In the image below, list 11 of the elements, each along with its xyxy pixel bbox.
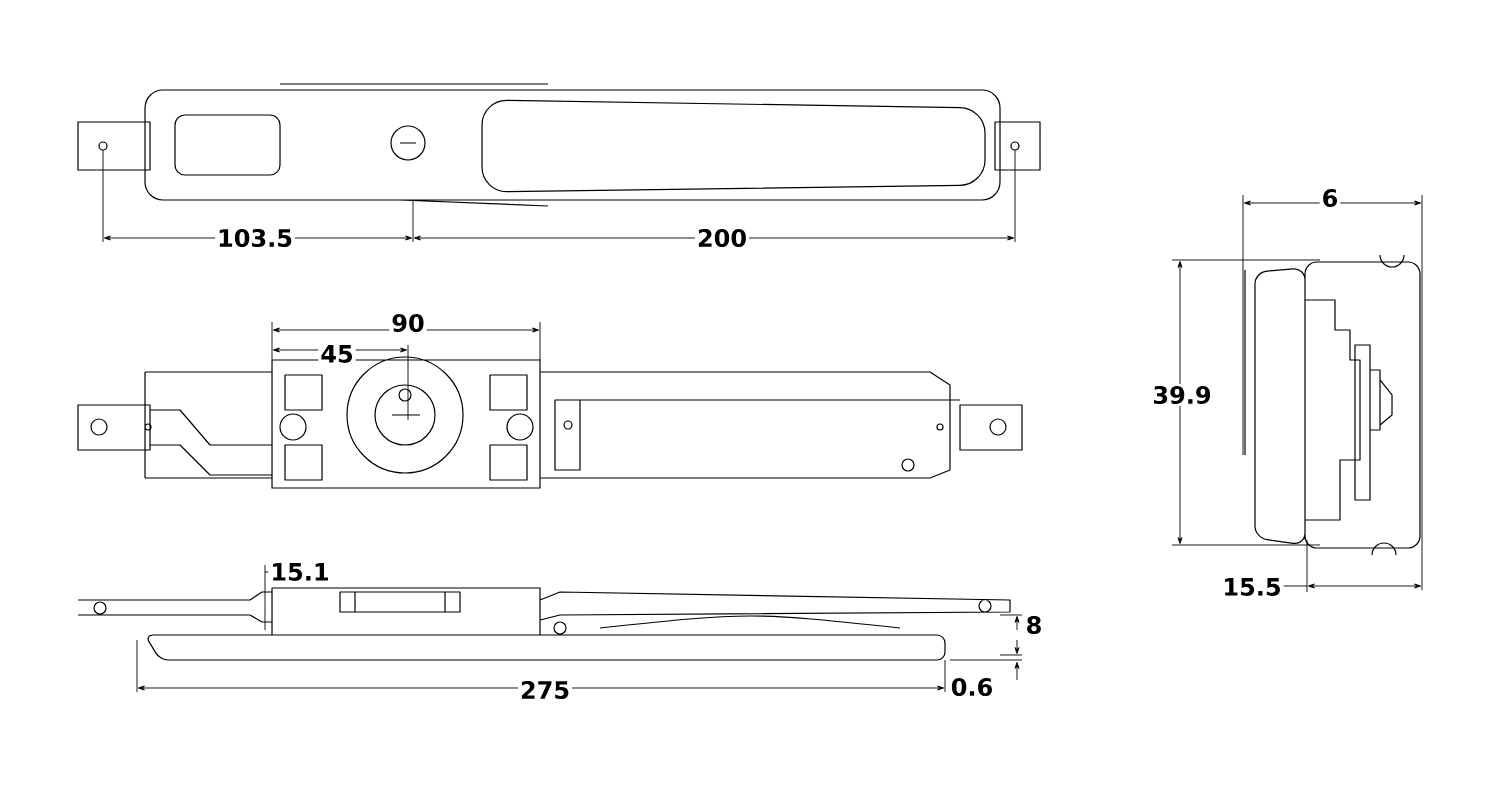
- dimension-label: 15.5: [1220, 576, 1284, 598]
- dimension-label: 45: [318, 343, 356, 365]
- dimension-label: 39.9: [1150, 383, 1214, 407]
- dimension-label: 200: [694, 226, 750, 250]
- dimension-label: 103.5: [215, 226, 295, 250]
- dimension-label: 90: [389, 311, 427, 335]
- dimension-label: 6: [1319, 186, 1341, 210]
- dimension-label: 8: [1023, 613, 1045, 637]
- dimension-label: 15.1: [268, 561, 332, 583]
- dimension-label: 275: [517, 678, 573, 702]
- dimension-label: 0.6: [948, 675, 996, 699]
